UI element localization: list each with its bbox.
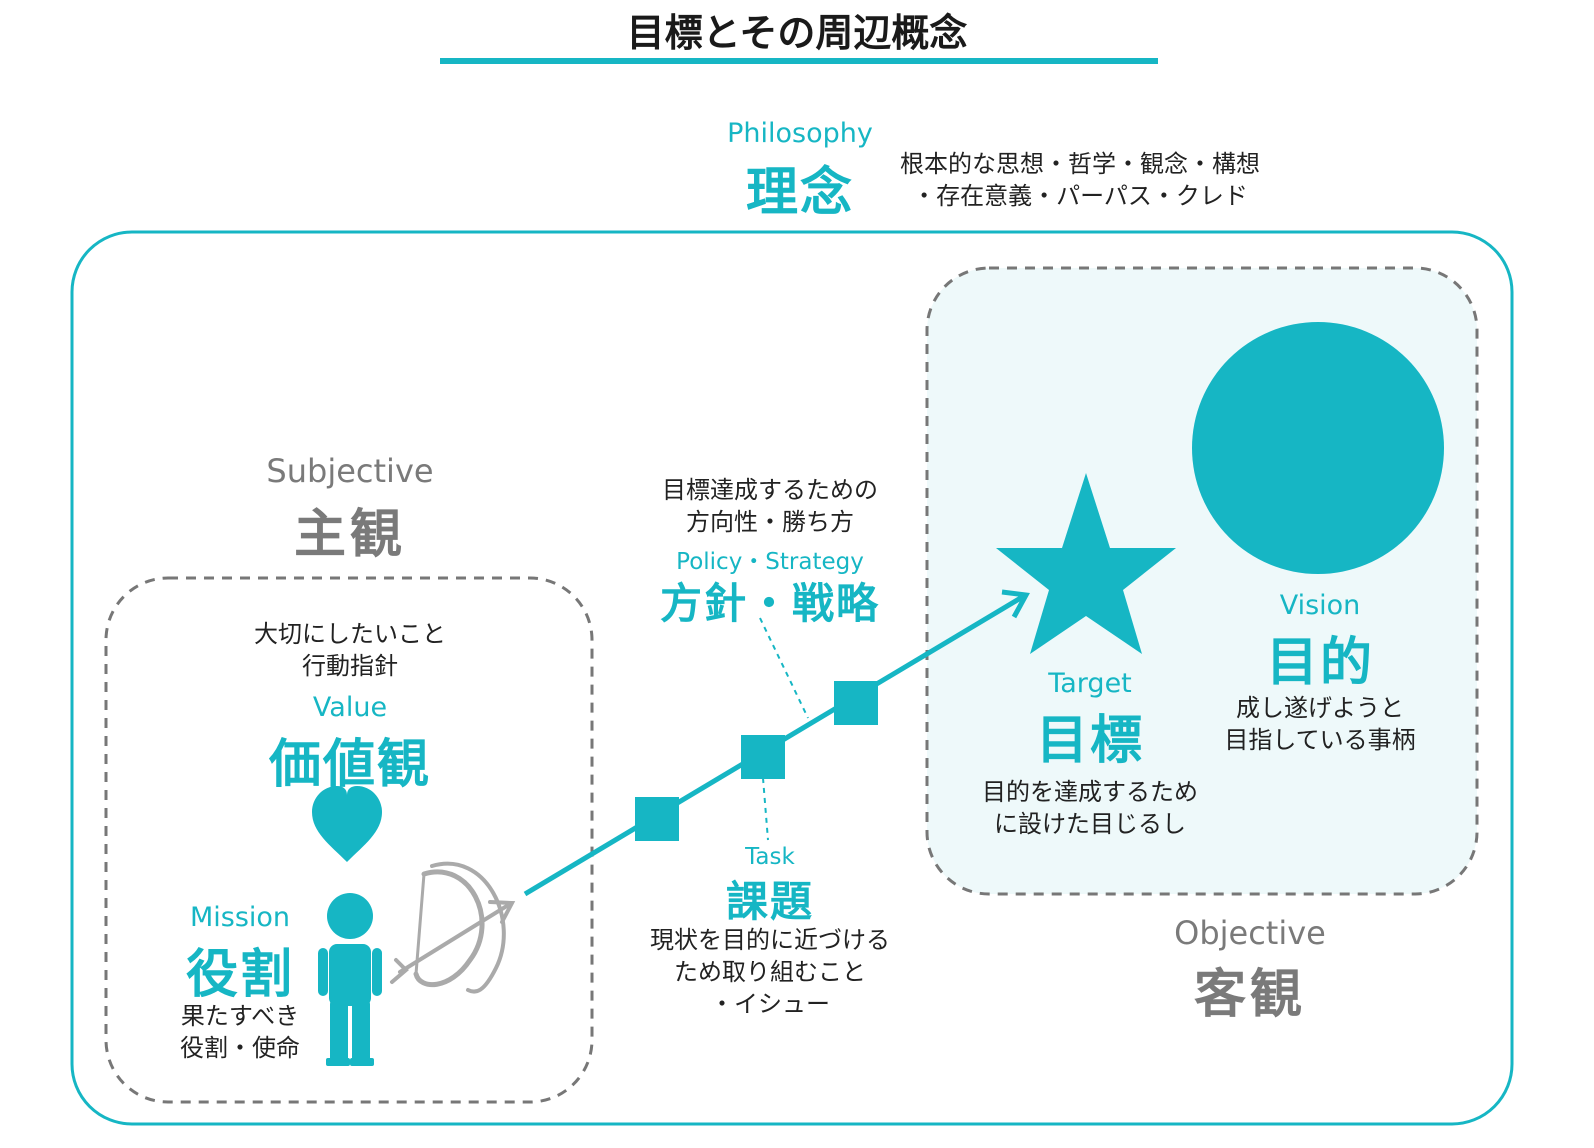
vision-desc-line: 成し遂げようと [1236, 694, 1404, 722]
philosophy-desc-line: 根本的な思想・哲学・観念・構想 [900, 150, 1260, 178]
bow-and-arrow-icon [390, 861, 516, 994]
task-desc-line: 現状を目的に近づける [650, 926, 890, 954]
diagram-title: 目標とその周辺概念 [626, 11, 968, 55]
step-square-1 [635, 797, 679, 841]
heart-icon [312, 786, 382, 862]
vision-desc-line: 目指している事柄 [1224, 726, 1416, 754]
task-desc-line: ・イシュー [710, 990, 830, 1018]
vision-description: 成し遂げようと 目指している事柄 [1190, 692, 1450, 756]
vision-label-jp: 目的 [1265, 633, 1374, 693]
policy-label-en: Policy・Strategy [676, 549, 864, 575]
mission-label-jp: 役割 [185, 945, 294, 1005]
mission-description: 果たすべき 役割・使命 [150, 1000, 330, 1064]
value-label-jp: 価値観 [268, 735, 431, 795]
objective-label-jp: 客観 [1193, 965, 1306, 1025]
title-underline [440, 58, 1158, 64]
mission-desc-line: 果たすべき [180, 1002, 300, 1030]
policy-description: 目標達成するための 方向性・勝ち方 [620, 474, 920, 538]
philosophy-label-jp: 理念 [745, 163, 854, 223]
task-desc-line: ため取り組むこと [674, 958, 866, 986]
philosophy-label-en: Philosophy [727, 118, 873, 149]
philosophy-desc-line: ・存在意義・パーパス・クレド [912, 182, 1248, 210]
philosophy-description: 根本的な思想・哲学・観念・構想 ・存在意義・パーパス・クレド [880, 148, 1280, 212]
value-desc-line: 大切にしたいこと [254, 620, 446, 648]
vision-label-en: Vision [1279, 590, 1361, 621]
policy-connector [759, 617, 809, 719]
policy-desc-line: 目標達成するための [662, 476, 878, 504]
target-description: 目的を達成するため に設けた目じるし [950, 776, 1230, 840]
task-label-jp: 課題 [725, 877, 814, 926]
person-icon [318, 893, 382, 1066]
target-label-en: Target [1048, 668, 1132, 699]
subjective-region [104, 576, 594, 1104]
task-connector [762, 777, 769, 841]
step-square-3 [834, 681, 878, 725]
task-description: 現状を目的に近づける ため取り組むこと ・イシュー [620, 924, 920, 1020]
mission-label-en: Mission [189, 902, 291, 933]
value-label-en: Value [312, 692, 388, 723]
policy-desc-line: 方向性・勝ち方 [686, 508, 854, 536]
philosophy-frame [70, 230, 1514, 1126]
policy-label-jp: 方針・戦略 [659, 579, 880, 628]
circle-icon [1192, 322, 1444, 574]
subjective-label-jp: 主観 [293, 505, 406, 565]
subjective-label-en: Subjective [266, 452, 434, 490]
target-desc-line: に設けた目じるし [994, 810, 1186, 838]
star-icon [996, 473, 1176, 654]
value-desc-line: 行動指針 [302, 652, 398, 680]
step-square-2 [741, 735, 785, 779]
task-label-en: Task [745, 844, 795, 870]
objective-label-en: Objective [1174, 914, 1326, 952]
value-description: 大切にしたいこと 行動指針 [220, 618, 480, 682]
target-label-jp: 目標 [1035, 711, 1144, 771]
target-desc-line: 目的を達成するため [982, 778, 1198, 806]
mission-desc-line: 役割・使命 [180, 1034, 300, 1062]
